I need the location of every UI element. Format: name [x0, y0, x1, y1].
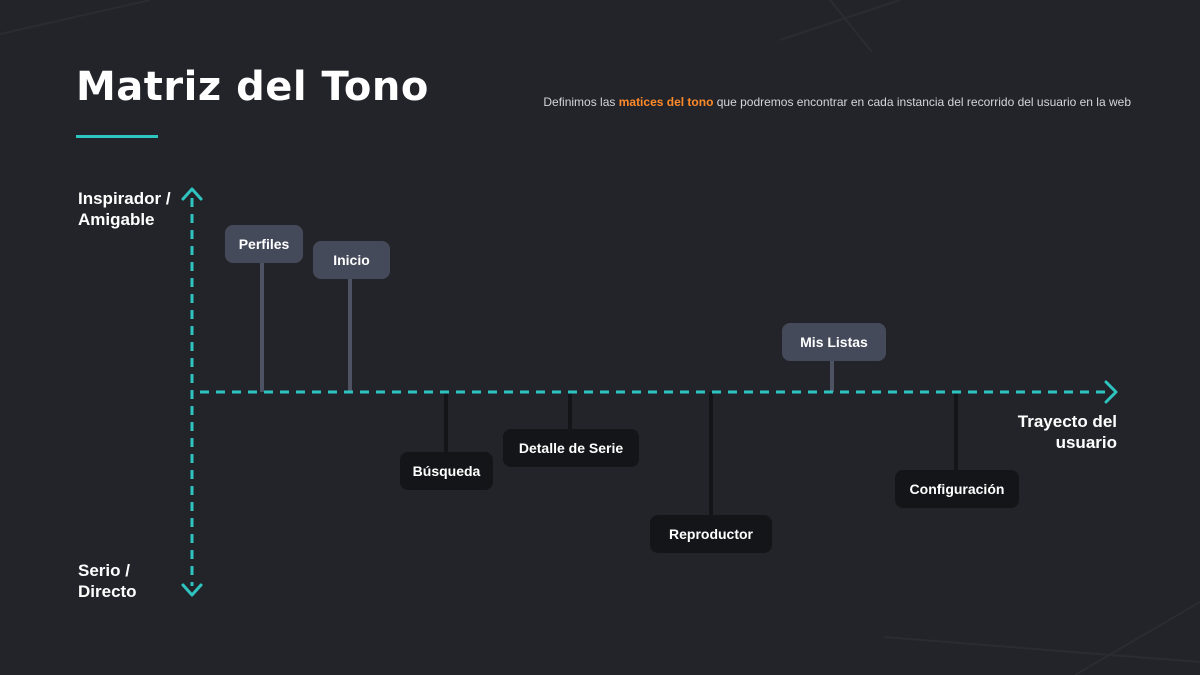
- arrow-up-icon: [181, 187, 203, 201]
- connector-lines: [260, 262, 958, 516]
- node-perfiles: Perfiles: [225, 225, 303, 263]
- page-subtitle: Definimos las matices del tono que podre…: [543, 95, 1131, 109]
- axis-label-user-journey: Trayecto del usuario: [1017, 412, 1117, 452]
- subtitle-highlight: matices del tono: [618, 95, 714, 109]
- node-detalle-de-serie: Detalle de Serie: [503, 429, 639, 467]
- node-reproductor: Reproductor: [650, 515, 772, 553]
- axis-label-serious: Serio / Directo: [78, 561, 137, 601]
- arrow-right-icon: [1104, 380, 1118, 404]
- node-mis-listas: Mis Listas: [782, 323, 886, 361]
- title-underline: [76, 135, 158, 138]
- subtitle-text-end: que podremos encontrar en cada instancia…: [713, 95, 1131, 109]
- arrow-down-icon: [181, 583, 203, 597]
- node-inicio: Inicio: [313, 241, 390, 279]
- node-busqueda: Búsqueda: [400, 452, 493, 490]
- axis-label-inspiring: Inspirador / Amigable: [78, 189, 171, 229]
- node-configuracion: Configuración: [895, 470, 1019, 508]
- page-title: Matriz del Tono: [76, 64, 429, 110]
- subtitle-text-start: Definimos las: [543, 95, 619, 109]
